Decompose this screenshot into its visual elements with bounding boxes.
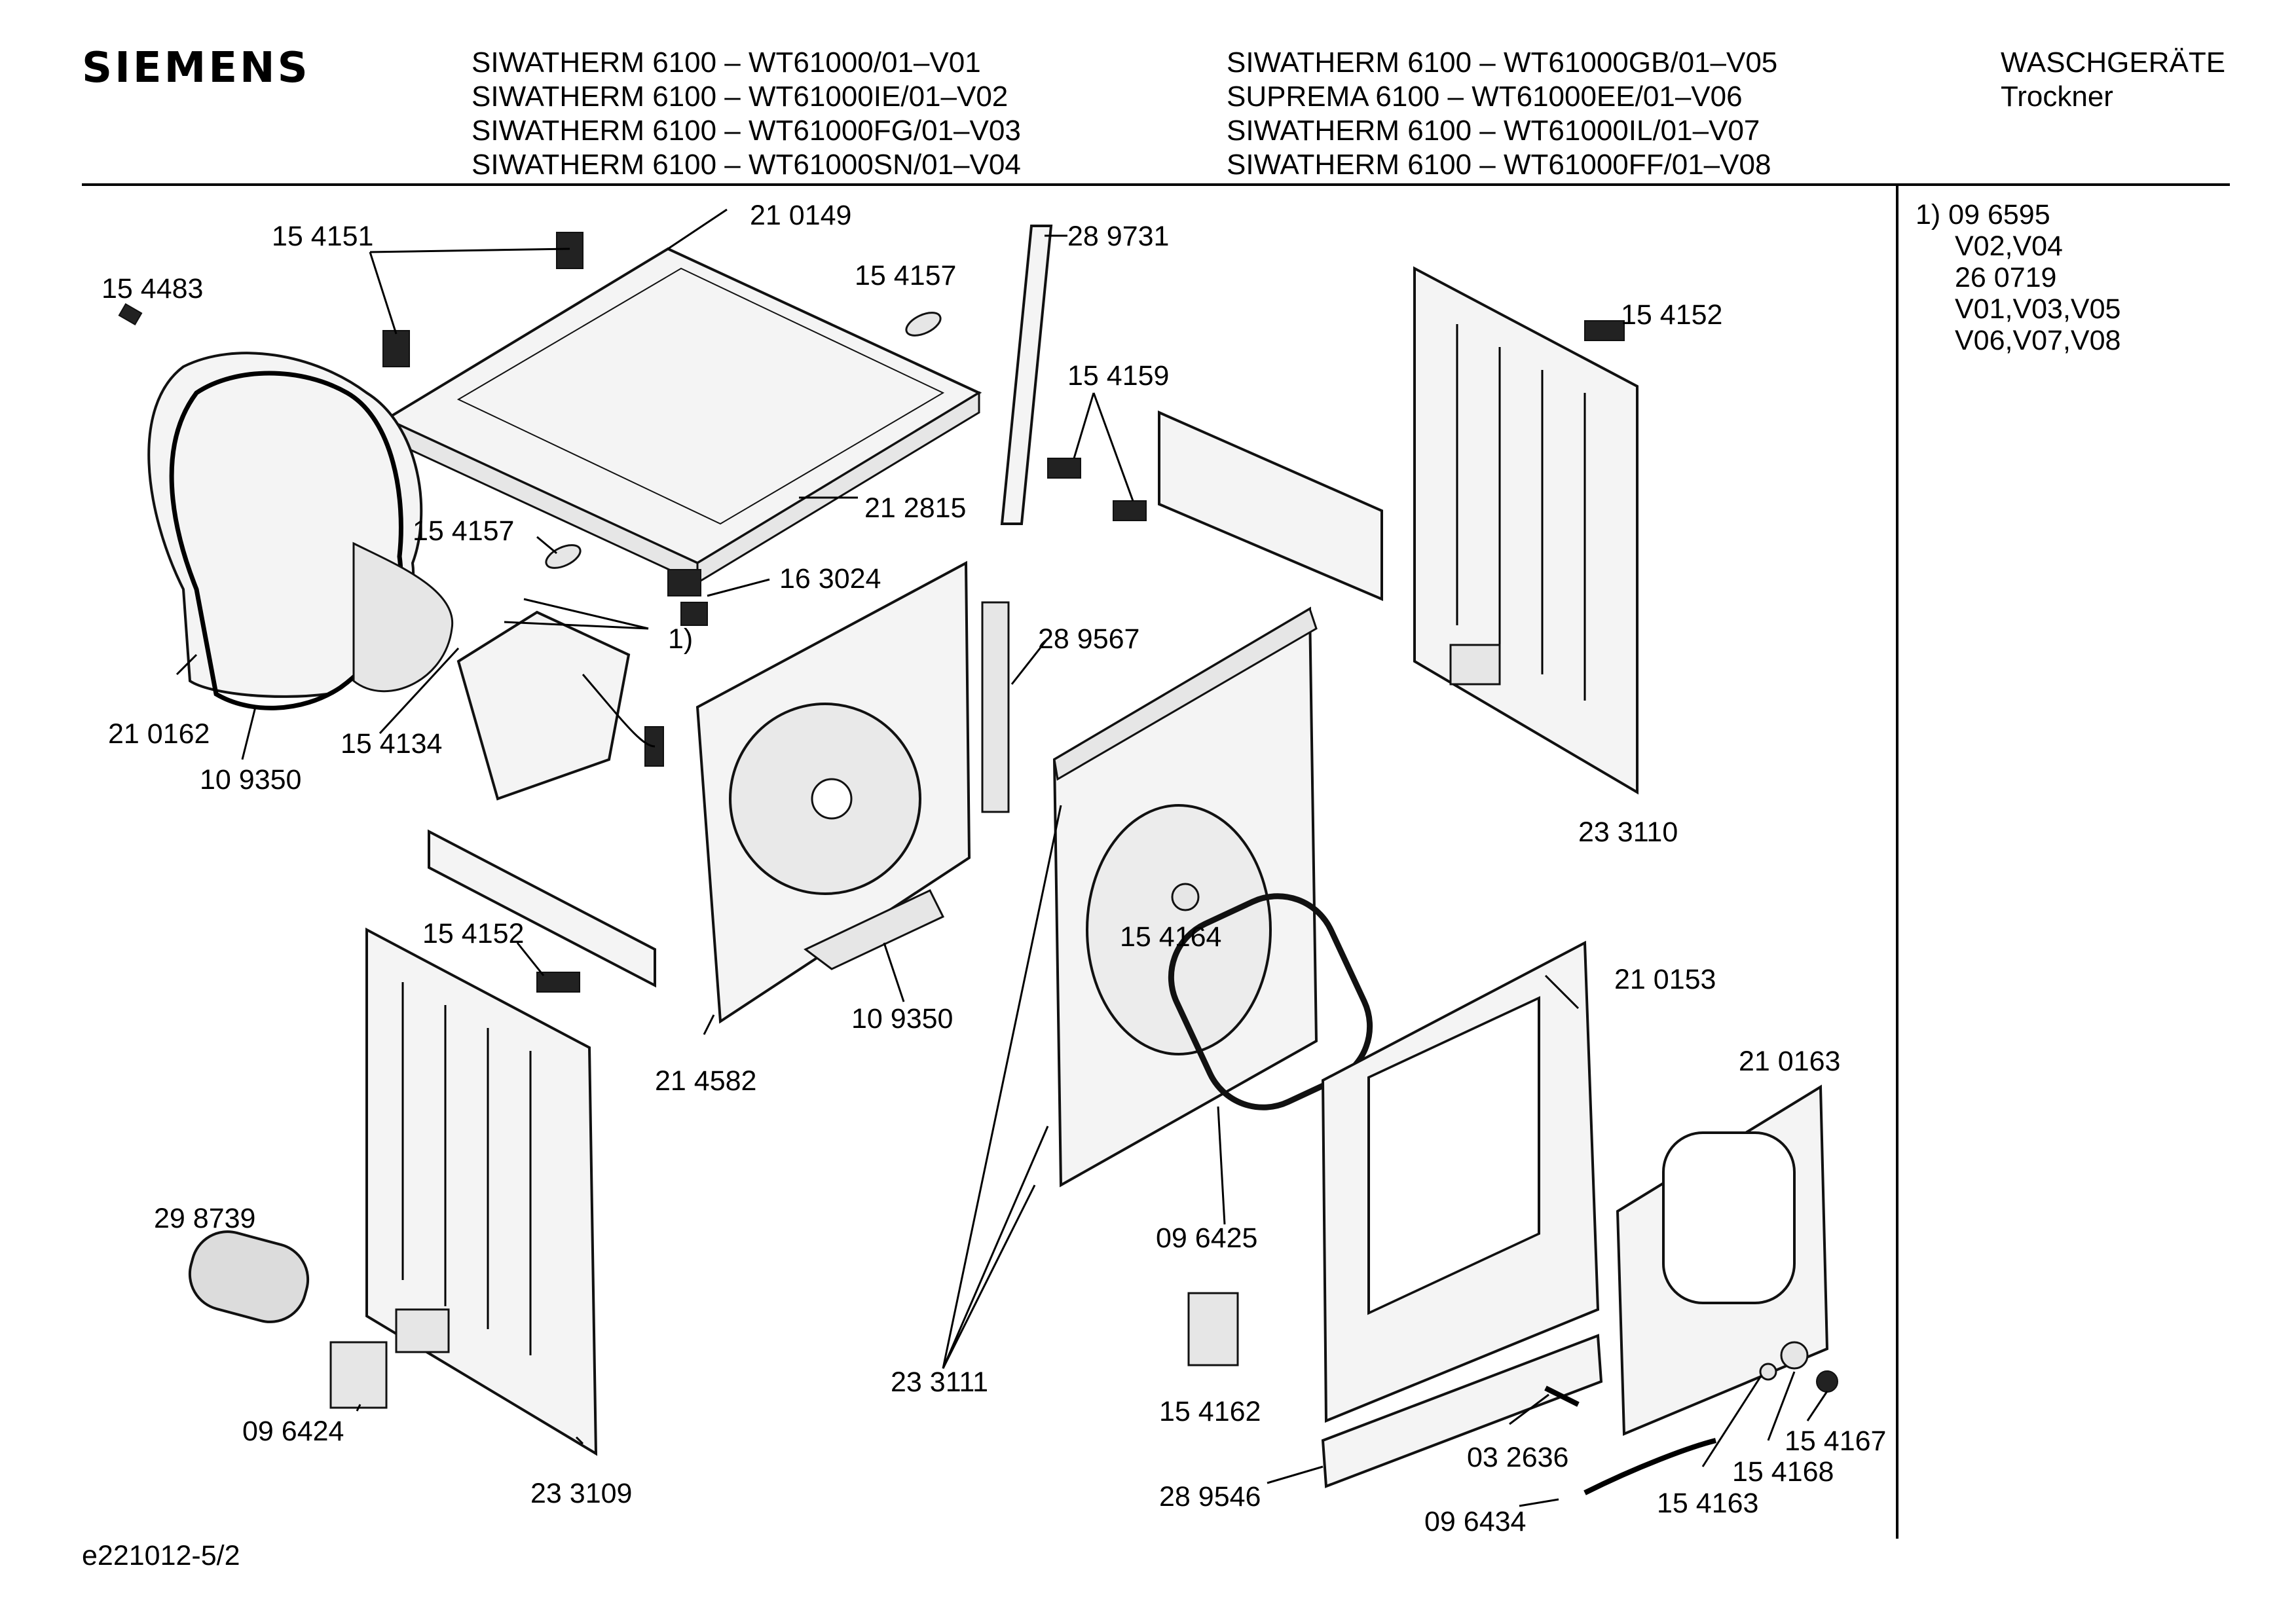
part-label: 23 3110 xyxy=(1578,816,1678,848)
model-line: SIWATHERM 6100 – WT61000IE/01–V02 xyxy=(472,81,1008,113)
part-label: 21 0149 xyxy=(750,200,851,231)
part-label: 21 4582 xyxy=(655,1065,756,1097)
part-label: 23 3109 xyxy=(530,1478,632,1509)
clip-part xyxy=(1113,500,1147,521)
plug-part xyxy=(905,312,942,337)
screw-part xyxy=(1544,1385,1580,1407)
door-knob xyxy=(1780,1341,1809,1370)
clip-part xyxy=(1047,458,1081,479)
part-label: 15 4134 xyxy=(341,728,442,760)
plug-part xyxy=(545,544,582,569)
part-label: 16 3024 xyxy=(779,563,881,595)
model-line: SIWATHERM 6100 – WT61000SN/01–V04 xyxy=(472,149,1021,181)
lower-bracket xyxy=(428,829,656,988)
leader-lines xyxy=(176,208,1828,1507)
part-label: 15 4483 xyxy=(102,273,203,304)
footnote-line: V02,V04 xyxy=(1955,230,2063,262)
rear-bearing-shield xyxy=(147,352,454,710)
part-label: 15 4164 xyxy=(1120,921,1221,953)
model-line: SIWATHERM 6100 – WT61000GB/01–V05 xyxy=(1227,46,1777,79)
door-frame xyxy=(1616,1084,1829,1436)
exhaust-hose xyxy=(188,1230,310,1323)
part-label: 10 9350 xyxy=(851,1003,953,1035)
part-label: 28 9546 xyxy=(1159,1481,1261,1512)
part-label: 15 4167 xyxy=(1785,1425,1886,1457)
hinge-part xyxy=(680,602,708,626)
part-label: 21 0163 xyxy=(1739,1046,1840,1077)
cable-harness xyxy=(981,601,1010,813)
part-label: 23 3111 xyxy=(891,1366,988,1398)
part-label: 09 6424 xyxy=(242,1416,344,1447)
part-label: 15 4162 xyxy=(1159,1396,1261,1427)
part-label: 15 4151 xyxy=(272,221,373,252)
part-label: 15 4157 xyxy=(855,260,956,291)
door-switch xyxy=(1187,1292,1239,1366)
clip-part xyxy=(382,330,410,367)
part-label: 29 8739 xyxy=(154,1203,255,1234)
part-label: 15 4159 xyxy=(1067,360,1169,392)
clip-part xyxy=(1584,320,1625,341)
hinge-part xyxy=(667,569,701,596)
footnote-line: V06,V07,V08 xyxy=(1955,325,2120,356)
part-label: 03 2636 xyxy=(1467,1442,1568,1473)
part-label: 15 4157 xyxy=(413,515,514,547)
part-label: 21 0162 xyxy=(108,718,210,750)
part-label: 10 9350 xyxy=(200,764,301,796)
model-list-left: SIWATHERM 6100 – WT61000/01–V01 SIWATHER… xyxy=(472,46,1021,181)
heater-module xyxy=(456,610,664,801)
part-number-labels: 15 4151 15 4483 21 0149 15 4157 28 9731 … xyxy=(102,200,1886,1537)
top-cover xyxy=(383,247,982,585)
part-label: 09 6434 xyxy=(1424,1506,1526,1537)
part-label: 21 2815 xyxy=(864,492,966,524)
door-hinge xyxy=(1816,1370,1838,1393)
part-label: 21 0153 xyxy=(1614,964,1716,995)
clip-part xyxy=(536,972,580,993)
rear-bracket xyxy=(1158,410,1383,602)
part-label: 15 4168 xyxy=(1732,1456,1834,1488)
part-label: 28 9567 xyxy=(1038,623,1139,655)
filter-cover xyxy=(329,1341,388,1409)
door-gasket xyxy=(1168,893,1373,1110)
kick-panel xyxy=(1321,1334,1603,1488)
rear-wall xyxy=(695,560,971,1024)
category-label: WASCHGERÄTE xyxy=(2001,46,2225,79)
part-label: 28 9731 xyxy=(1067,221,1169,252)
screw-part xyxy=(118,302,143,326)
footnote-ref: 1) xyxy=(668,623,693,655)
part-label: 15 4152 xyxy=(1621,299,1722,331)
footnote-block: 1) 09 6595 V02,V04 26 0719 V01,V03,V05 V… xyxy=(1916,199,2120,356)
footnote-line: 1) 09 6595 xyxy=(1916,199,2050,230)
footnote-line: 26 0719 xyxy=(1955,262,2056,293)
front-panel xyxy=(1321,940,1600,1423)
side-panel-left xyxy=(365,927,598,1456)
brand-logo: SIEMENS xyxy=(82,44,310,92)
door-pin xyxy=(1759,1363,1777,1381)
clip-part xyxy=(556,232,583,269)
part-label: 09 6425 xyxy=(1156,1222,1257,1254)
document-id: e221012-5/2 xyxy=(82,1540,240,1571)
side-panel-right xyxy=(1413,266,1639,795)
part-label: 15 4152 xyxy=(422,918,524,949)
sensor-part xyxy=(1171,883,1200,911)
vertical-rail xyxy=(1000,225,1053,525)
model-line: SIWATHERM 6100 – WT61000FG/01–V03 xyxy=(472,115,1021,147)
model-line: SIWATHERM 6100 – WT61000FF/01–V08 xyxy=(1227,149,1771,181)
model-line: SIWATHERM 6100 – WT61000/01–V01 xyxy=(472,46,981,79)
model-line: SUPREMA 6100 – WT61000EE/01–V06 xyxy=(1227,81,1743,113)
model-line: SIWATHERM 6100 – WT61000IL/01–V07 xyxy=(1227,115,1760,147)
footnote-line: V01,V03,V05 xyxy=(1955,293,2120,325)
part-label: 15 4163 xyxy=(1657,1488,1758,1519)
model-list-right: SIWATHERM 6100 – WT61000GB/01–V05 SUPREM… xyxy=(1227,46,1777,181)
door-seal-strip xyxy=(1583,1438,1716,1495)
subcategory-label: Trockner xyxy=(2001,81,2113,113)
